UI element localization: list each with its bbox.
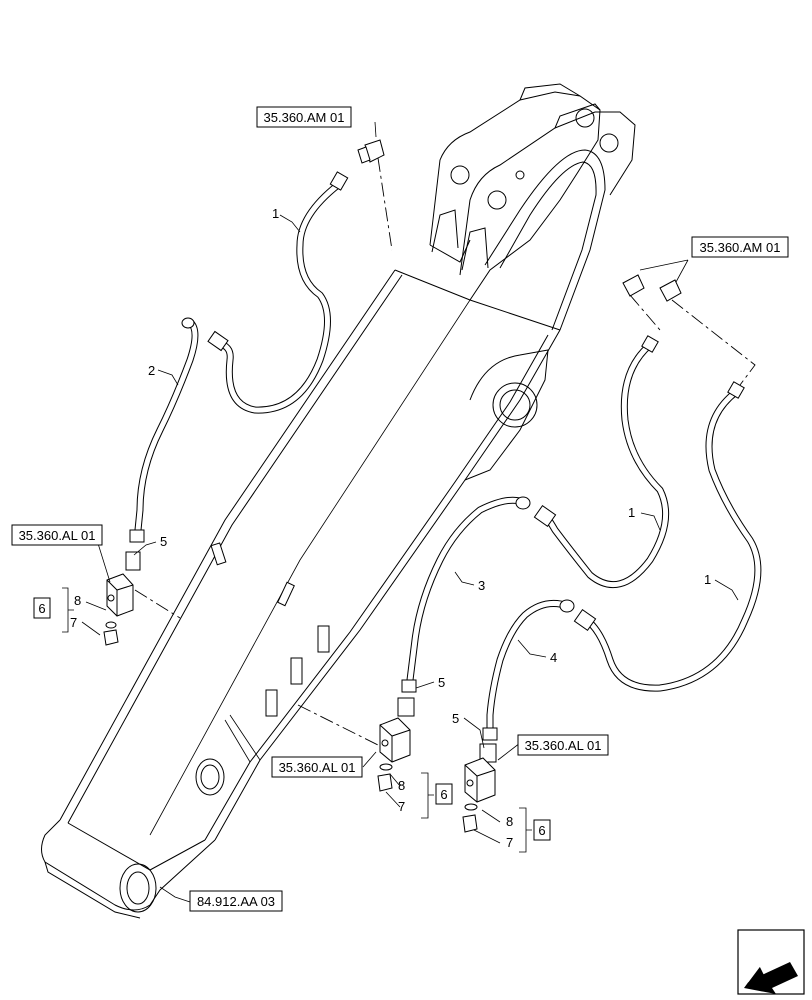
callout-7-mid: 7 [398, 799, 405, 814]
callout-8-right: 8 [506, 814, 513, 829]
callout-6-right[interactable]: 6 [533, 819, 551, 841]
ref-am-right[interactable]: 35.360.AM 01 [691, 236, 789, 258]
callout-numbers: 1 2 5 8 7 1 1 3 4 5 5 8 7 8 7 [70, 206, 711, 850]
ref-aa-bottom-text: 84.912.AA 03 [197, 894, 275, 909]
ref-am-top[interactable]: 35.360.AM 01 [256, 106, 352, 128]
hose-lines [134, 181, 762, 734]
ref-al-right[interactable]: 35.360.AL 01 [517, 734, 609, 756]
callout-5-mid: 5 [438, 675, 445, 690]
callout-6-left-text: 6 [38, 601, 45, 616]
ref-al-mid-text: 35.360.AL 01 [279, 760, 356, 775]
ref-al-left-text: 35.360.AL 01 [19, 528, 96, 543]
callout-7-right: 7 [506, 835, 513, 850]
callout-6-mid[interactable]: 6 [435, 783, 453, 805]
callout-6-left[interactable]: 6 [33, 597, 51, 619]
valve-blocks [103, 573, 496, 833]
center-lines [134, 157, 756, 746]
callout-8-left: 8 [74, 593, 81, 608]
arm-structure [41, 83, 636, 919]
callout-1-right: 1 [704, 572, 711, 587]
ref-aa-bottom[interactable]: 84.912.AA 03 [189, 890, 283, 912]
callout-3: 3 [478, 578, 485, 593]
callout-5-right: 5 [452, 711, 459, 726]
callout-5-left: 5 [160, 534, 167, 549]
callout-6-mid-text: 6 [440, 787, 447, 802]
callout-2: 2 [148, 363, 155, 378]
callout-8-mid: 8 [398, 778, 405, 793]
ref-am-right-text: 35.360.AM 01 [700, 240, 781, 255]
ref-al-mid[interactable]: 35.360.AL 01 [271, 756, 363, 778]
ref-al-right-text: 35.360.AL 01 [525, 738, 602, 753]
ref-al-left[interactable]: 35.360.AL 01 [11, 524, 103, 546]
callout-1-mid: 1 [628, 505, 635, 520]
callout-6-right-text: 6 [538, 823, 545, 838]
ref-am-top-text: 35.360.AM 01 [264, 110, 345, 125]
callout-7-left: 7 [70, 615, 77, 630]
callout-4: 4 [550, 650, 557, 665]
nav-arrow-icon[interactable] [737, 929, 805, 995]
fittings [125, 139, 745, 763]
callout-1-top: 1 [272, 206, 279, 221]
